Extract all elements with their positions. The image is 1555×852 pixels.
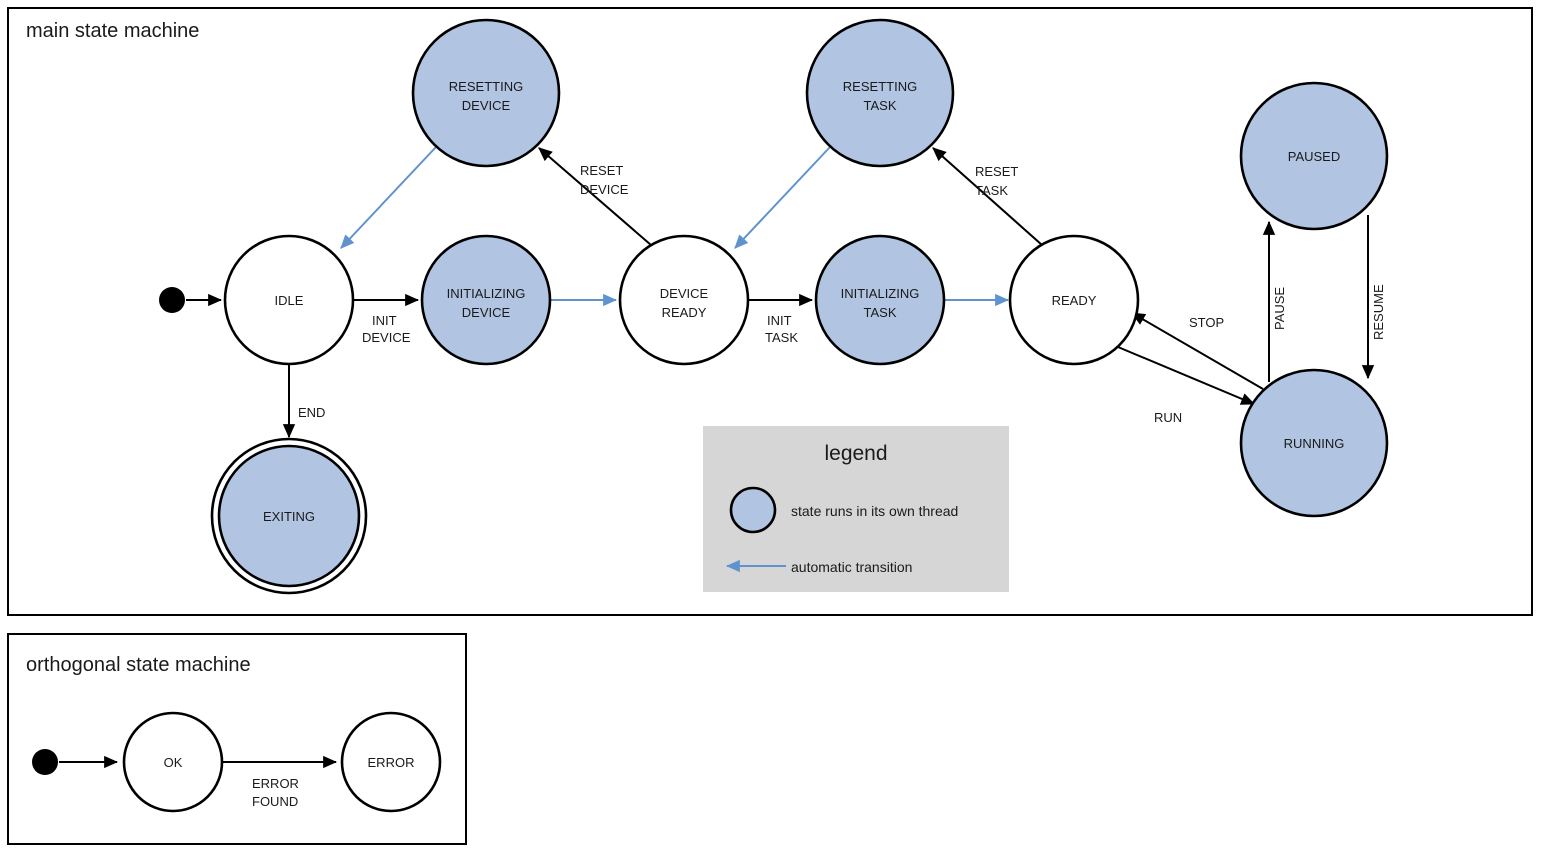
edge-ready-to-running xyxy=(1117,346,1256,405)
orthogonal-frame-title: orthogonal state machine xyxy=(26,654,251,676)
legend-thread-state-swatch-icon xyxy=(729,486,777,534)
state-paused-label: PAUSED xyxy=(1288,149,1341,164)
edge-running-to-ready xyxy=(1131,312,1264,390)
orthogonal-initial-pseudostate-dot xyxy=(32,749,58,775)
state-exiting-outer-ring xyxy=(210,437,368,595)
legend-item-thread-state-label: state runs in its own thread xyxy=(791,503,958,519)
edge-label-init-device-line2: DEVICE xyxy=(362,330,411,345)
initial-pseudostate-dot xyxy=(159,287,185,313)
edge-label-end: END xyxy=(298,405,325,420)
state-exiting-circle[interactable] xyxy=(217,444,361,588)
edge-device-ready-to-resetting-device xyxy=(538,147,652,246)
state-resetting-device[interactable]: RESETTING DEVICE xyxy=(411,18,561,168)
edge-label-reset-device-line1: RESET xyxy=(580,163,623,178)
edge-label-init-task-line2: TASK xyxy=(765,330,798,345)
state-initializing-task-circle[interactable] xyxy=(814,234,946,366)
state-resetting-device-circle[interactable] xyxy=(411,18,561,168)
state-running[interactable]: RUNNING xyxy=(1239,368,1389,518)
state-resetting-task[interactable]: RESETTING TASK xyxy=(805,18,955,168)
edge-resetting-task-to-device-ready xyxy=(734,146,831,249)
edge-label-resume: RESUME xyxy=(1371,284,1386,340)
edge-label-init-task-line1: INIT xyxy=(767,313,792,328)
edge-label-reset-task-line1: RESET xyxy=(975,164,1018,179)
state-error-circle[interactable] xyxy=(340,711,442,813)
legend-item-auto-transition: automatic transition xyxy=(725,559,912,575)
edge-label-stop: STOP xyxy=(1189,315,1224,330)
state-running-circle[interactable] xyxy=(1239,368,1389,518)
edge-label-reset-device-line2: DEVICE xyxy=(580,182,629,197)
state-initializing-device-label-line1: INITIALIZING xyxy=(447,286,526,301)
legend-item-thread-state: state runs in its own thread xyxy=(729,486,958,534)
state-initializing-device-label-line2: DEVICE xyxy=(462,305,511,320)
state-paused[interactable]: PAUSED xyxy=(1239,81,1389,231)
state-ok[interactable]: OK xyxy=(122,711,224,813)
state-ready-circle[interactable] xyxy=(1008,234,1140,366)
state-ok-label: OK xyxy=(164,755,183,770)
state-device-ready-circle[interactable] xyxy=(618,234,750,366)
transitions-layer: INIT DEVICE RESET DEVICE INIT TASK RESET… xyxy=(186,146,1386,439)
state-error-label: ERROR xyxy=(368,755,415,770)
state-idle-label: IDLE xyxy=(275,293,304,308)
state-initializing-device-circle[interactable] xyxy=(420,234,552,366)
state-resetting-task-label-line2: TASK xyxy=(864,98,897,113)
state-exiting-label: EXITING xyxy=(263,509,315,524)
state-error[interactable]: ERROR xyxy=(340,711,442,813)
edge-ready-to-resetting-task xyxy=(932,147,1043,246)
edge-resetting-device-to-idle xyxy=(340,146,437,249)
state-resetting-task-circle[interactable] xyxy=(805,18,955,168)
state-resetting-device-label-line1: RESETTING xyxy=(449,79,523,94)
state-paused-circle[interactable] xyxy=(1239,81,1389,231)
state-resetting-task-label-line1: RESETTING xyxy=(843,79,917,94)
orthogonal-state-machine-frame: orthogonal state machine OK ERROR FOUND … xyxy=(7,633,467,845)
state-initializing-task-label-line1: INITIALIZING xyxy=(841,286,920,301)
state-initializing-device[interactable]: INITIALIZING DEVICE xyxy=(420,234,552,366)
state-exiting[interactable]: EXITING xyxy=(210,437,368,595)
edge-label-error-found-line2: FOUND xyxy=(252,794,298,809)
state-resetting-device-label-line2: DEVICE xyxy=(462,98,511,113)
main-frame-title: main state machine xyxy=(26,20,199,42)
state-ready-label: READY xyxy=(1052,293,1097,308)
edge-label-run: RUN xyxy=(1154,410,1182,425)
legend: legend state runs in its own thread auto… xyxy=(703,426,1009,592)
edge-label-error-found-line1: ERROR xyxy=(252,776,299,791)
legend-item-auto-transition-label: automatic transition xyxy=(791,559,912,575)
states-layer: IDLE RESETTING DEVICE INITIALIZING DEVIC… xyxy=(159,18,1389,595)
state-device-ready-label-line2: READY xyxy=(662,305,707,320)
edge-label-init-device-line1: INIT xyxy=(372,313,397,328)
state-device-ready-label-line1: DEVICE xyxy=(660,286,709,301)
state-running-label: RUNNING xyxy=(1284,436,1345,451)
legend-title: legend xyxy=(824,442,887,465)
edge-label-reset-task-line2: TASK xyxy=(975,183,1008,198)
edge-label-pause: PAUSE xyxy=(1272,287,1287,330)
state-idle-circle[interactable] xyxy=(223,234,355,366)
state-initializing-task[interactable]: INITIALIZING TASK xyxy=(814,234,946,366)
state-device-ready[interactable]: DEVICE READY xyxy=(618,234,750,366)
state-idle[interactable]: IDLE xyxy=(223,234,355,366)
state-initializing-task-label-line2: TASK xyxy=(864,305,897,320)
state-ready[interactable]: READY xyxy=(1008,234,1140,366)
